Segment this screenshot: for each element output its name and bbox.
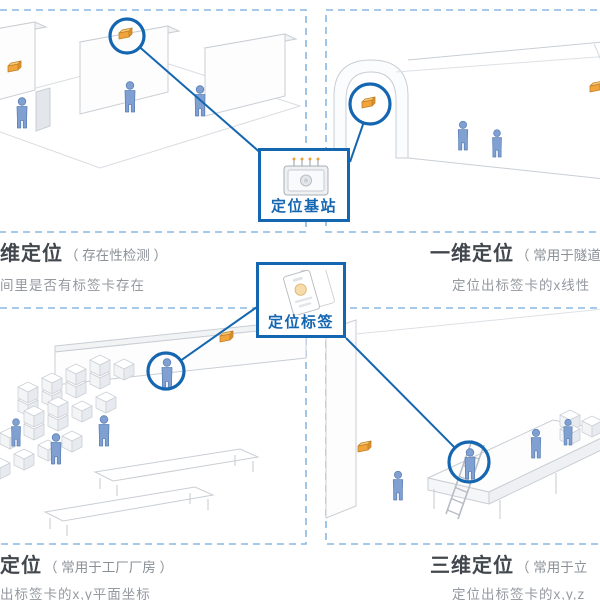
connector-line [349,122,365,163]
caption-note: （ 存在性检测 ） [65,248,168,263]
illustration-mezzanine [325,308,600,520]
caption-note: （ 常用于立 [516,560,588,575]
connector-line [139,46,264,156]
connector-lines [139,46,456,449]
person-figure [161,358,173,390]
work-bench [43,486,215,522]
tunnel-portal [333,59,409,159]
wall-face [325,319,357,519]
back-wall-line [355,308,600,335]
crate-icon [71,400,93,423]
caption-topright: 一维定位（ 常用于隧道 [430,237,600,266]
tunnel-floor-line [407,157,600,180]
person-figure [492,129,502,158]
illustration-tunnel [333,41,600,180]
beacon-icon [589,80,600,93]
panel-border-topleft [0,9,307,233]
caption-bottomright: 三维定位（ 常用于立 [430,549,587,578]
person-figure [392,470,404,501]
desc-bottomright: 定位出标签卡的x,y,z [452,587,586,600]
highlight-circle [348,82,392,126]
caption-title: 定位 [0,555,42,577]
crate-icon [113,358,135,381]
highlight-circles [108,17,491,484]
crate-icon [95,391,117,414]
tag-card: 定位标签 [256,262,346,338]
wall-face [204,33,286,117]
platform-legs [433,473,557,519]
base-station-card: 定位基站 [258,148,350,222]
caption-title: 维定位 [0,243,63,265]
crate-icon [17,381,39,404]
crate-icon [13,448,35,471]
caption-note: （ 常用于工厂厂房 ） [44,560,174,575]
crate-icon [0,457,11,480]
person-figure [457,120,469,151]
highlight-circle [108,17,146,55]
caption-topleft: 维定位（ 存在性检测 ） [0,237,167,266]
beacon-icon [357,440,372,453]
caption-title: 一维定位 [430,243,514,265]
person-figure [50,433,62,465]
bench-legs [99,455,254,496]
tag-label: 定位标签 [267,314,334,331]
crate-icon [23,405,45,428]
crate-icon [65,363,87,386]
crate-icon [61,430,83,453]
id-badge-card-icon [283,270,335,315]
work-bench [93,448,260,482]
desc-bottomleft: 出标签卡的x,y平面坐标 [0,587,151,600]
desc-topleft: 间里是否有标签卡存在 [0,278,145,293]
tunnel-inner-line [395,56,600,73]
caption-title: 三维定位 [430,555,514,577]
beacon-icon [361,96,376,109]
crate-icon [47,396,69,419]
wall-face [79,25,169,115]
caption-note: （ 常用于隧道 [516,248,600,263]
panel-border-bottomleft [0,307,307,545]
door [35,87,51,132]
crate-icon [41,372,63,395]
tunnel-far-arch [593,43,600,60]
connector-line [345,337,456,449]
bench-legs [49,493,209,536]
person-figure [98,415,110,447]
base-station-icon [283,157,329,196]
base-station-label: 定位基站 [270,198,337,215]
connector-line [180,306,258,362]
desc-topright: 定位出标签卡的x线性 [452,278,591,293]
highlight-circle [146,351,186,391]
illustration-factory [0,319,307,536]
crate-icon [89,354,111,377]
illustration-rooms-detection [0,21,302,169]
highlight-circle [447,440,491,484]
caption-bottomleft: 定位（ 常用于工厂厂房 ） [0,549,173,578]
tunnel-ceiling-line [407,41,600,61]
wall-face [0,21,36,100]
